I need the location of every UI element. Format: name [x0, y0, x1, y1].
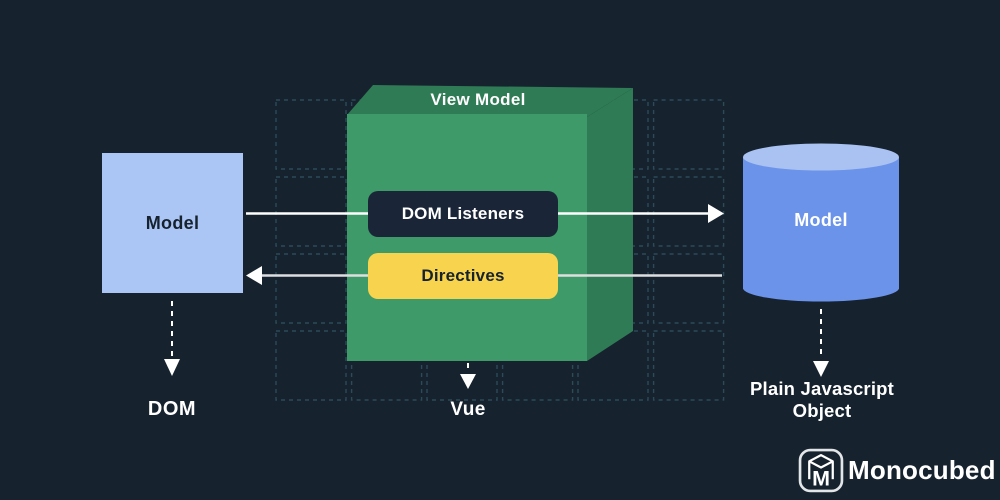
- view-model-box-front-face: [347, 114, 587, 361]
- down-arrow-head-left-icon: [164, 359, 180, 376]
- view-model-title: View Model: [430, 90, 526, 109]
- dom-listeners-pill: DOM Listeners: [368, 191, 558, 237]
- grid-square: [275, 330, 347, 401]
- view-model-box-side-face: [587, 88, 633, 361]
- arrow-left-head-icon: [246, 266, 262, 285]
- grid-square: [275, 176, 347, 247]
- left-model-square: Model: [102, 153, 243, 293]
- dashed-arrow-lines: [171, 301, 822, 372]
- logo-cube-top-face: [808, 454, 834, 469]
- cylinder-body: [743, 157, 899, 289]
- vue-caption: Vue: [450, 399, 486, 420]
- grid-square: [652, 99, 725, 170]
- right-model-cylinder: [743, 143, 899, 302]
- directives-label: Directives: [421, 266, 505, 285]
- grid-square: [652, 253, 725, 324]
- cylinder-bottom: [743, 274, 899, 302]
- down-arrow-head-center-icon: [460, 374, 476, 389]
- logo-rounded-frame: [798, 448, 844, 493]
- right-model-label: Model: [794, 210, 848, 230]
- dom-caption: DOM: [147, 398, 197, 420]
- arrow-right-head-icon: [708, 204, 724, 223]
- monocubed-cube-icon: M: [798, 448, 844, 493]
- directives-pill: Directives: [368, 253, 558, 299]
- down-arrow-head-right-icon: [813, 361, 829, 377]
- grid-square: [275, 253, 347, 324]
- grid-square: [275, 99, 347, 170]
- view-model-box-top-face: [347, 85, 633, 117]
- monocubed-logo-text: Monocubed: [848, 454, 996, 485]
- grid-square: [652, 330, 725, 401]
- monocubed-logo: M Monocubed: [798, 446, 996, 494]
- grid-square: [652, 176, 725, 247]
- cylinder-top: [743, 143, 899, 171]
- logo-monogram: M: [812, 466, 830, 490]
- dom-listeners-label: DOM Listeners: [401, 204, 525, 223]
- plain-javascript-object-caption: Plain Javascript Object: [749, 378, 895, 421]
- left-model-label: Model: [145, 212, 200, 233]
